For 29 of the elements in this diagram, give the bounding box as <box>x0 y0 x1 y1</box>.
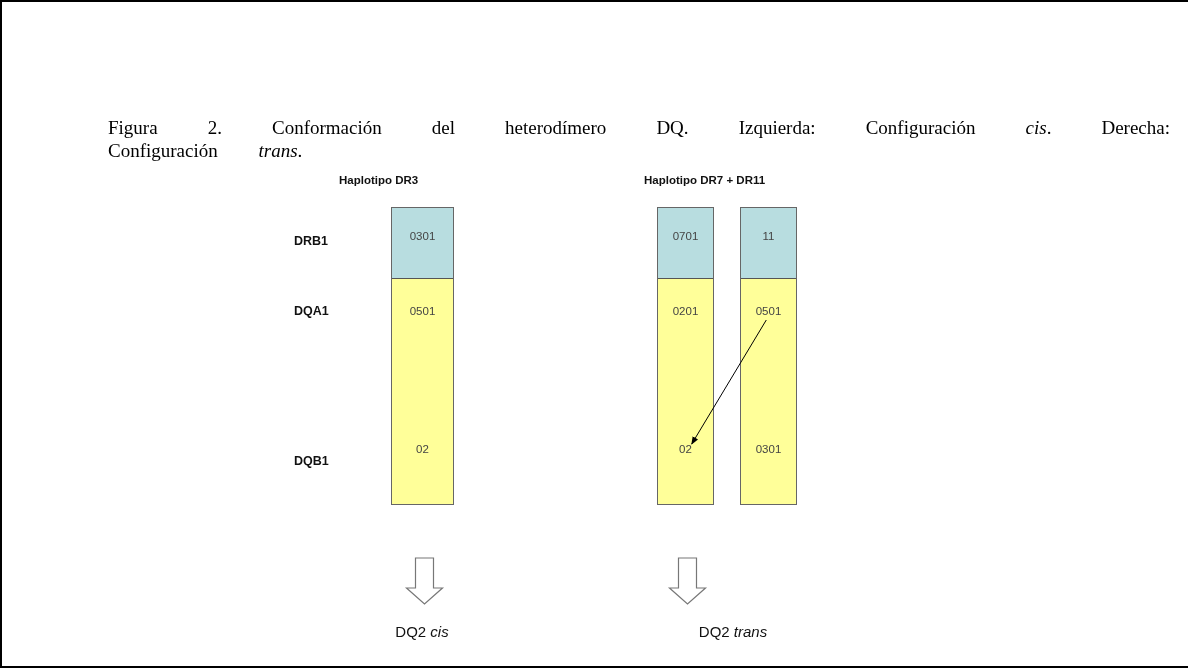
drb1-segment <box>658 208 713 278</box>
locus-label: DRB1 <box>294 234 329 248</box>
allele-label: 0701 <box>672 229 699 243</box>
dq-segment <box>741 278 796 504</box>
allele-label: 0501 <box>755 304 782 318</box>
allele-label: 11 <box>762 229 775 243</box>
drb1-segment <box>741 208 796 278</box>
allele-label: 0301 <box>755 442 782 456</box>
hollow-arrow <box>404 557 445 605</box>
arrow <box>691 319 767 445</box>
haplotype-heading: Haplotipo DR7 + DR11 <box>644 174 766 186</box>
dq-segment <box>658 278 713 504</box>
allele-label: 02 <box>416 442 429 456</box>
hollow-arrow <box>667 557 708 605</box>
drb1-segment <box>392 208 453 278</box>
chromosome-bar <box>391 207 454 505</box>
result-label: DQ2 cis <box>395 623 449 640</box>
locus-label: DQA1 <box>294 304 329 318</box>
allele-label: 02 <box>679 442 692 456</box>
locus-label: DQB1 <box>294 454 329 468</box>
allele-label: 0301 <box>409 229 436 243</box>
result-label: DQ2 trans <box>698 623 768 640</box>
chromosome-bar <box>657 207 714 505</box>
dq-segment <box>392 278 453 504</box>
chromosome-bar <box>740 207 797 505</box>
figure-caption: Figura 2. Conformación del heterodímero DQ. Izquierda: Configuración cis. Derecha: Configuración trans. <box>108 116 1170 162</box>
haplotype-heading: Haplotipo DR3 <box>339 174 419 186</box>
allele-label: 0501 <box>409 304 436 318</box>
allele-label: 0201 <box>672 304 699 318</box>
